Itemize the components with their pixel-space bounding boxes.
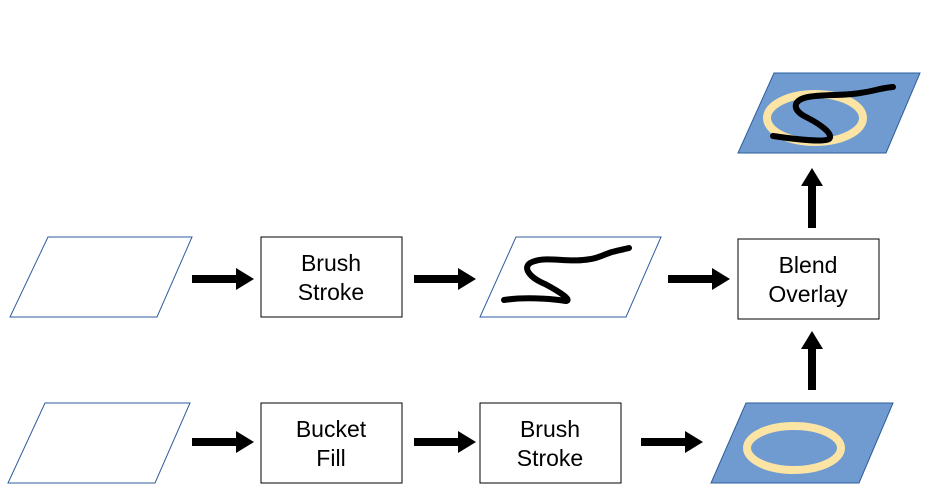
blend-overlay-box: Blend Overlay	[737, 238, 880, 320]
arrow-icon	[192, 268, 254, 290]
brush-stroke-bottom-line1: Brush	[520, 416, 580, 442]
stroke-layer-icon	[479, 236, 662, 318]
brush-stroke-top-box: Brush Stroke	[260, 236, 403, 318]
result-layer-icon	[737, 72, 921, 154]
brush-stroke-bottom-line2: Stroke	[517, 445, 583, 471]
bucket-fill-line2: Fill	[316, 445, 345, 471]
arrow-icon	[641, 431, 703, 453]
empty-layer-bottom-icon	[7, 402, 191, 484]
ring-layer-icon	[710, 402, 894, 484]
brush-stroke-bottom-box: Brush Stroke	[479, 402, 622, 484]
arrow-up-icon	[801, 168, 823, 228]
blend-overlay-line1: Blend	[779, 252, 838, 278]
brush-stroke-top-line2: Stroke	[298, 279, 364, 305]
empty-layer-top-icon	[9, 236, 193, 318]
arrow-icon	[414, 268, 476, 290]
arrow-icon	[192, 431, 254, 453]
arrow-up-icon	[801, 331, 823, 390]
bucket-fill-line1: Bucket	[296, 416, 367, 442]
arrow-icon	[414, 431, 476, 453]
arrow-icon	[668, 268, 730, 290]
blend-overlay-line2: Overlay	[768, 281, 848, 307]
bucket-fill-box: Bucket Fill	[260, 402, 403, 484]
brush-stroke-top-line1: Brush	[301, 250, 361, 276]
